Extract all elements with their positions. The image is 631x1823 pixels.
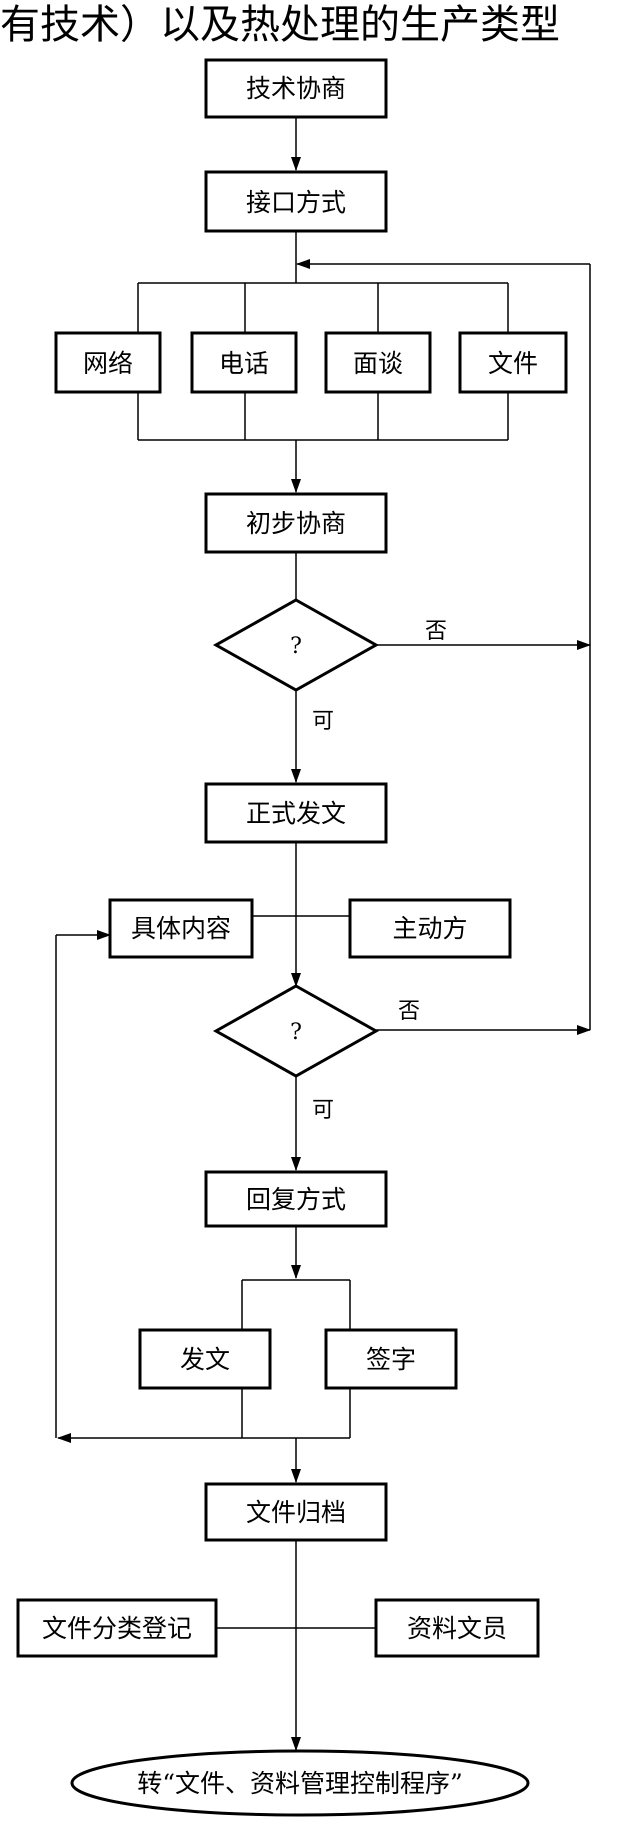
node-specific-content-label: 具体内容	[131, 914, 231, 943]
node-initiating-party: 主动方	[348, 898, 512, 959]
node-signature-label: 签字	[366, 1345, 416, 1374]
node-phone: 电话	[190, 331, 298, 394]
connector-lines	[55, 117, 591, 1751]
node-decision-1: ?	[212, 598, 380, 692]
edge-label-yes-2: 可	[312, 1098, 334, 1123]
node-interview-label: 面谈	[353, 349, 403, 378]
node-decision-2: ?	[212, 984, 380, 1078]
node-phone-label: 电话	[219, 349, 269, 378]
node-tech-negotiation-label: 技术协商	[246, 74, 346, 103]
node-interface-mode: 接口方式	[204, 170, 388, 233]
node-formal-issuance: 正式发文	[204, 782, 388, 844]
node-transfer-procedure-label: 转“文件、资料管理控制程序”	[137, 1769, 463, 1798]
node-file-archive-label: 文件归档	[246, 1498, 346, 1527]
node-issue-doc-label: 发文	[180, 1345, 230, 1374]
node-records-clerk-label: 资料文员	[407, 1614, 507, 1643]
node-transfer-procedure: 转“文件、资料管理控制程序”	[70, 1749, 530, 1817]
node-initiating-party-label: 主动方	[392, 914, 467, 943]
node-specific-content: 具体内容	[108, 898, 254, 959]
node-preliminary-negotiation-label: 初步协商	[246, 509, 346, 538]
node-decision-2-label: ?	[290, 1020, 302, 1045]
edge-label-yes-1: 可	[312, 709, 334, 734]
node-file-registration: 文件分类登记	[16, 1598, 218, 1658]
header-text: 有技术）以及热处理的生产类型	[0, 2, 560, 48]
node-interview: 面谈	[324, 331, 432, 394]
node-preliminary-negotiation: 初步协商	[204, 492, 388, 554]
node-formal-issuance-label: 正式发文	[246, 799, 346, 828]
edge-label-no-2: 否	[398, 999, 420, 1024]
node-reply-mode: 回复方式	[204, 1170, 388, 1228]
node-network: 网络	[54, 331, 162, 394]
node-signature: 签字	[324, 1328, 458, 1390]
node-reply-mode-label: 回复方式	[246, 1185, 346, 1214]
node-decision-1-label: ?	[290, 634, 302, 659]
node-network-label: 网络	[83, 349, 133, 378]
node-records-clerk: 资料文员	[374, 1598, 540, 1658]
node-document: 文件	[458, 331, 568, 394]
node-file-archive: 文件归档	[204, 1482, 388, 1542]
node-tech-negotiation: 技术协商	[204, 58, 388, 119]
node-issue-doc: 发文	[138, 1328, 272, 1390]
node-document-label: 文件	[488, 349, 538, 378]
edge-label-no-1: 否	[425, 619, 447, 644]
node-interface-mode-label: 接口方式	[246, 188, 346, 217]
node-file-registration-label: 文件分类登记	[42, 1614, 192, 1643]
